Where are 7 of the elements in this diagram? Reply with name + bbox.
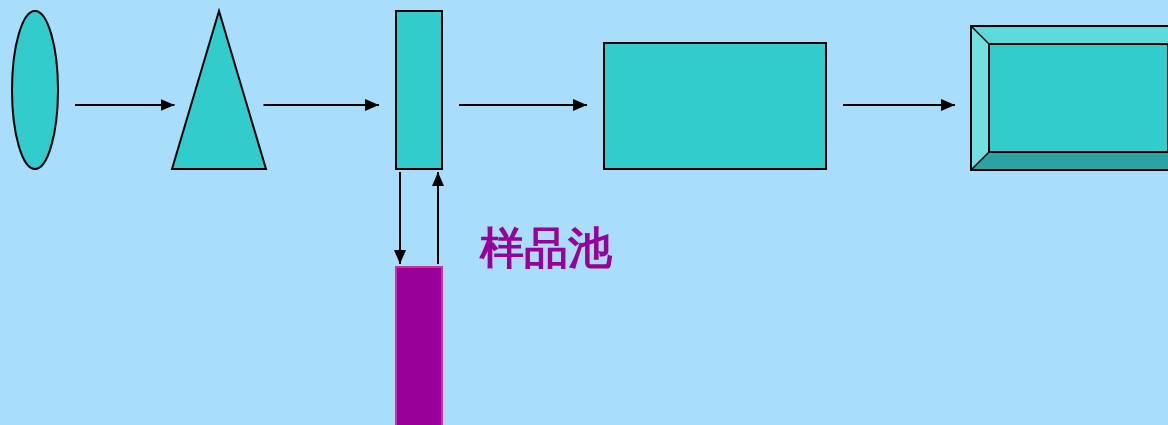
sample-cell-label: 样品池 (480, 226, 612, 270)
arrow (394, 171, 406, 265)
arrow (842, 99, 956, 111)
arrow (74, 99, 176, 111)
arrow (458, 99, 588, 111)
arrow (262, 99, 380, 111)
arrow (432, 171, 444, 265)
